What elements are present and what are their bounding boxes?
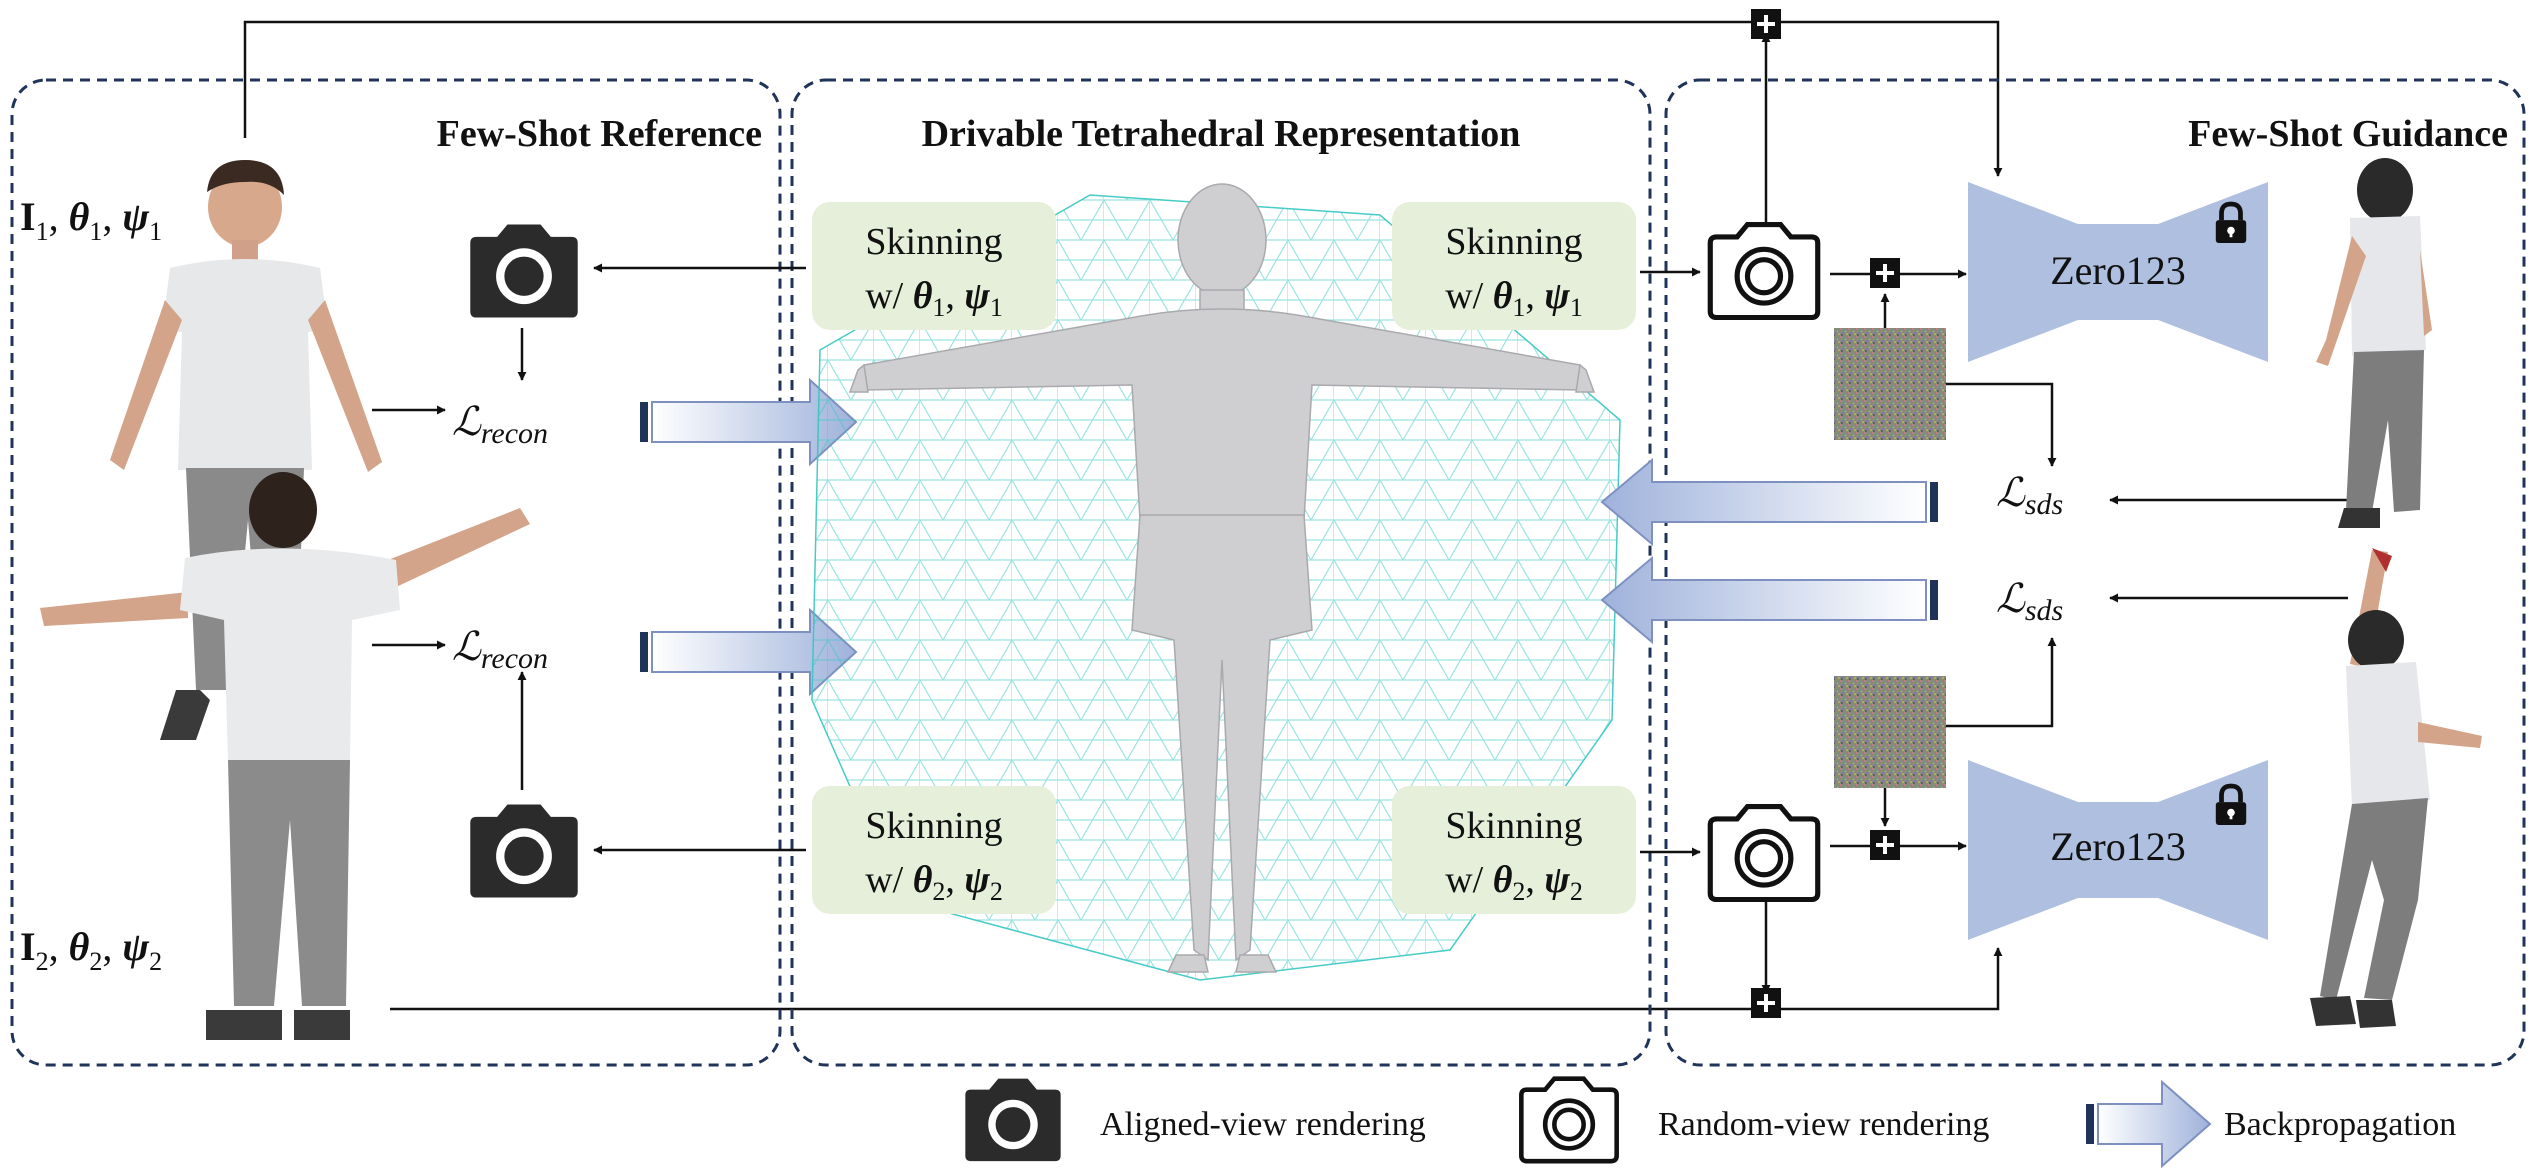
backprop-arrow-icon	[1600, 555, 1938, 645]
arrow-noise-to-sds-bottom	[1946, 637, 2057, 728]
input-label-1: I1, θ1, ψ1	[20, 194, 162, 246]
bottom-connector-line	[390, 947, 2003, 1011]
svg-text:w/ θ1, ψ1: w/ θ1, ψ1	[865, 275, 1003, 322]
noise-icon	[1834, 328, 1946, 440]
input-label-2: I2, θ2, ψ2	[20, 924, 162, 976]
reference-person-front	[110, 160, 382, 690]
tetra-title: Drivable Tetrahedral Representation	[922, 113, 1521, 155]
legend-random-label: Random-view rendering	[1658, 1106, 1989, 1143]
skinning-box-top-left: Skinning w/ θ1, ψ1	[812, 202, 1056, 330]
camera-outline-icon	[1710, 225, 1817, 318]
plus-box-icon	[1870, 258, 1900, 288]
reference-person-back	[40, 472, 530, 1040]
svg-text:w/ θ2, ψ2: w/ θ2, ψ2	[865, 859, 1003, 906]
loss-sds-bottom: ℒsds	[1996, 576, 2063, 627]
camera-filled-icon	[470, 804, 578, 898]
svg-text:w/ θ1, ψ1: w/ θ1, ψ1	[1445, 275, 1583, 322]
camera-outline-icon	[1710, 807, 1817, 900]
reference-title: Few-Shot Reference	[437, 113, 762, 155]
backprop-arrow-icon	[2086, 1079, 2212, 1169]
camera-filled-icon	[470, 224, 578, 318]
guidance-title: Few-Shot Guidance	[2188, 113, 2508, 155]
legend-aligned-label: Aligned-view rendering	[1100, 1106, 1426, 1143]
svg-text:Skinning: Skinning	[865, 805, 1002, 847]
guidance-person-side	[2316, 158, 2432, 528]
backprop-arrow-icon	[1600, 457, 1938, 547]
loss-sds-top: ℒsds	[1996, 470, 2063, 521]
guidance-panel	[1664, 78, 2526, 1067]
reference-panel	[10, 78, 782, 1067]
svg-text:Skinning: Skinning	[865, 221, 1002, 263]
svg-text:w/ θ2, ψ2: w/ θ2, ψ2	[1445, 859, 1583, 906]
noise-icon	[1834, 676, 1946, 788]
skinning-box-bottom-left: Skinning w/ θ2, ψ2	[812, 786, 1056, 914]
zero123-label-bottom: Zero123	[2050, 824, 2186, 869]
legend-backprop-label: Backpropagation	[2224, 1106, 2456, 1143]
plus-box-icon	[1751, 9, 1781, 39]
svg-text:Skinning: Skinning	[1445, 805, 1582, 847]
loss-recon-bottom: ℒrecon	[452, 624, 548, 675]
skinning-box-bottom-right: Skinning w/ θ2, ψ2	[1392, 786, 1636, 914]
human-body-mesh	[848, 183, 1596, 973]
arrow-noise-to-sds-top	[1946, 382, 2057, 467]
camera-filled-icon	[965, 1078, 1061, 1162]
guidance-person-jump	[2310, 548, 2482, 1028]
plus-box-icon	[1751, 988, 1781, 1018]
loss-recon-top: ℒrecon	[452, 399, 548, 450]
top-connector-line	[243, 20, 2003, 177]
svg-text:Skinning: Skinning	[1445, 221, 1582, 263]
skinning-box-top-right: Skinning w/ θ1, ψ1	[1392, 202, 1636, 330]
camera-outline-icon	[1521, 1079, 1616, 1162]
zero123-label-top: Zero123	[2050, 248, 2186, 293]
plus-box-icon	[1870, 830, 1900, 860]
